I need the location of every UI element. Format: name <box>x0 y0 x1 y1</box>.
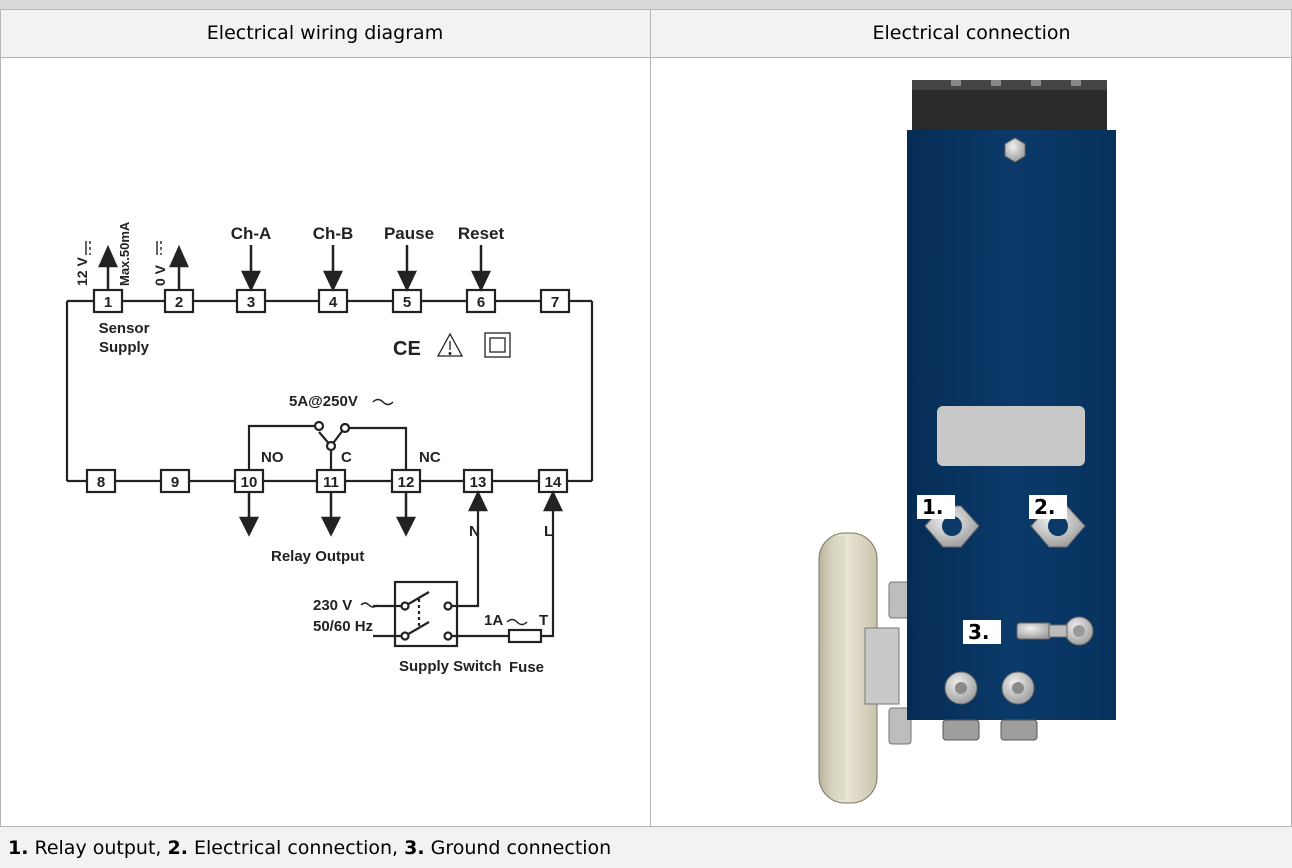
terminal-2: 2 <box>175 294 183 311</box>
terminal-12: 12 <box>398 474 415 491</box>
arrow-up-icon <box>543 490 563 512</box>
terminal-7: 7 <box>551 294 559 311</box>
terminal-1: 1 <box>104 294 112 311</box>
ac-symbol-icon <box>506 618 528 626</box>
label-0v: 0 V <box>152 264 168 286</box>
double-insulation-icon <box>484 332 511 358</box>
wiring-diagram: 1 2 3 4 5 6 7 8 9 10 <box>65 221 594 676</box>
header-wiring-diagram: Electrical wiring diagram <box>0 9 650 57</box>
terminals-bottom <box>85 468 569 494</box>
arrow-down-icon <box>238 516 260 537</box>
label-c: C <box>341 449 352 466</box>
terminal-3: 3 <box>247 294 255 311</box>
table-left-border <box>0 9 1 868</box>
marker-1: 1. <box>922 495 944 519</box>
header-electrical-connection: Electrical connection <box>651 9 1292 57</box>
terminal-14: 14 <box>545 474 562 491</box>
label-fuse-rating: 1A <box>484 612 503 629</box>
legend-row: 1. Relay output, 2. Electrical connectio… <box>0 827 1292 868</box>
row-divider <box>0 9 1292 10</box>
terminal-9: 9 <box>171 474 179 491</box>
label-l: L <box>544 523 553 540</box>
terminal-6: 6 <box>477 294 485 311</box>
row-divider <box>0 57 1292 58</box>
legend-electrical-connection: Electrical connection, <box>187 836 405 859</box>
table-top-band <box>0 0 1292 9</box>
label-max-current: Max.50mA <box>117 221 132 286</box>
label-pause: Pause <box>384 224 434 243</box>
marker-3: 3. <box>968 620 990 644</box>
arrow-up-icon <box>169 244 189 268</box>
ac-symbol-icon <box>372 398 394 406</box>
label-relay-output: Relay Output <box>271 548 364 565</box>
label-relay-rating: 5A@250V <box>289 393 358 410</box>
label-ch-b: Ch-B <box>313 224 354 243</box>
arrow-down-icon <box>471 270 491 292</box>
top-connector <box>912 80 1107 130</box>
marker-2-bg <box>1029 495 1067 519</box>
arrow-down-icon <box>397 270 417 292</box>
legend-number-2: 2. <box>167 836 188 859</box>
label-ch-a: Ch-A <box>231 224 272 243</box>
row-divider <box>0 826 1292 827</box>
terminal-5: 5 <box>403 294 411 311</box>
column-divider <box>650 9 651 826</box>
marker-1-bg <box>917 495 955 519</box>
label-12v: 12 V <box>74 257 90 286</box>
arrow-down-icon <box>241 270 261 292</box>
terminal-4: 4 <box>329 294 338 311</box>
terminal-10: 10 <box>241 474 258 491</box>
label-reset: Reset <box>458 224 505 243</box>
label-plate <box>937 406 1085 466</box>
legend-number-1: 1. <box>8 836 29 859</box>
ground-lug <box>1016 616 1094 646</box>
warning-icon <box>436 332 464 357</box>
arrow-down-icon <box>395 516 417 537</box>
label-n: N <box>469 523 480 540</box>
terminal-11: 11 <box>323 474 339 491</box>
legend-number-3: 3. <box>404 836 425 859</box>
bolt-icon <box>1004 137 1026 163</box>
legend-relay-output: Relay output, <box>28 836 168 859</box>
legend-ground-connection: Ground connection <box>424 836 612 859</box>
label-fuse-type: T <box>539 612 548 629</box>
terminal-8: 8 <box>97 474 105 491</box>
label-sensor: Sensor <box>99 320 150 337</box>
marker-2: 2. <box>1034 495 1056 519</box>
terminal-13: 13 <box>470 474 487 491</box>
label-supply-switch: Supply Switch <box>399 658 502 675</box>
marker-3-bg <box>963 620 1001 644</box>
measuring-wheel <box>818 532 912 804</box>
device-photo-cell: 1. 2. 3. <box>651 58 1291 826</box>
arrow-down-icon <box>323 270 343 292</box>
ce-mark: CE <box>393 338 421 360</box>
bottom-fitting <box>942 719 980 741</box>
arrow-down-icon <box>320 516 342 537</box>
label-fuse: Fuse <box>509 659 544 676</box>
arrow-up-icon <box>468 490 488 512</box>
label-mains-voltage: 230 V <box>313 597 352 614</box>
label-nc: NC <box>419 449 441 466</box>
ac-symbol-icon <box>360 602 378 608</box>
label-mains-freq: 50/60 Hz <box>313 618 373 635</box>
legend-text: 1. Relay output, 2. Electrical connectio… <box>0 837 611 859</box>
label-supply: Supply <box>99 339 150 356</box>
supply-switch <box>373 510 555 648</box>
label-no: NO <box>261 449 284 466</box>
bottom-fitting <box>1000 719 1038 741</box>
arrow-up-icon <box>98 244 118 268</box>
device-illustration: 1. 2. 3. <box>818 80 1116 804</box>
wiring-diagram-cell: 1 2 3 4 5 6 7 8 9 10 <box>1 58 650 826</box>
